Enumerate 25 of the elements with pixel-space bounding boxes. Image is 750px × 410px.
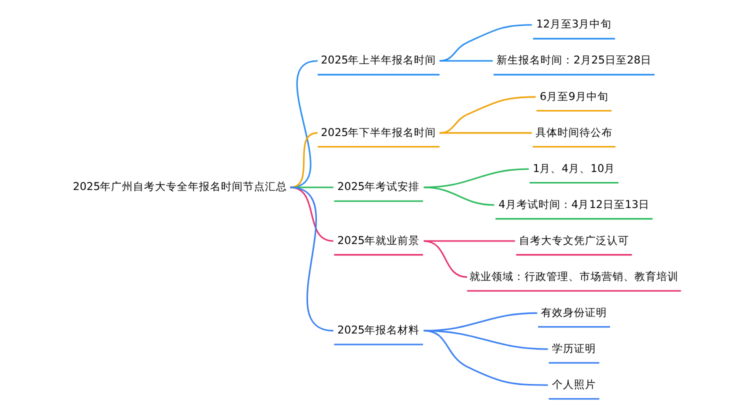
connector <box>423 186 494 206</box>
node-text: 4月考试时间：4月12日至13日 <box>498 198 649 211</box>
connector <box>438 24 532 62</box>
connector <box>438 96 536 134</box>
connector <box>423 240 467 278</box>
node-text: 有效身份证明 <box>540 306 607 319</box>
node-text: 12月至3月中旬 <box>536 18 612 31</box>
node-text: 1月、4月、10月 <box>532 162 615 175</box>
node-text: 6月至9月中旬 <box>539 90 608 103</box>
node-text: 2025年上半年报名时间 <box>320 54 436 67</box>
node-text: 新生报名时间：2月25日至28日 <box>496 54 652 67</box>
node-text: 个人照片 <box>552 378 596 391</box>
node-text: 2025年就业前景 <box>336 234 420 247</box>
node-text: 2025年广州自考大专全年报名时间节点汇总 <box>72 180 287 194</box>
node-text: 自考大专文凭广泛认可 <box>518 234 629 247</box>
node-text: 就业领域：行政管理、市场营销、教育培训 <box>469 270 678 283</box>
node-text: 学历证明 <box>552 342 596 355</box>
connector <box>439 60 492 62</box>
connector <box>289 186 333 332</box>
node-text: 2025年下半年报名时间 <box>320 126 436 139</box>
connector <box>439 132 532 134</box>
node-text: 具体时间待公布 <box>535 126 612 139</box>
node-text: 2025年报名材料 <box>336 324 420 337</box>
connector <box>423 330 548 386</box>
node-text: 2025年考试安排 <box>336 180 420 194</box>
